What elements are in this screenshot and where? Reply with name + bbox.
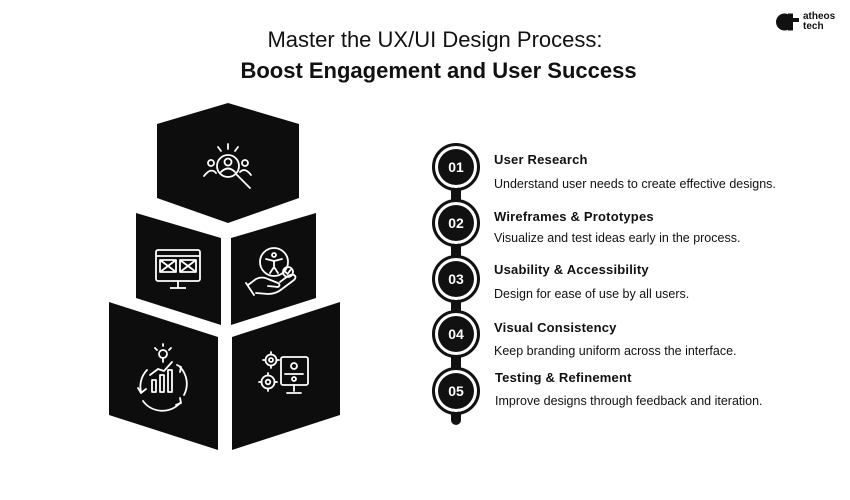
step-description-05: Improve designs through feedback and ite… xyxy=(495,394,763,408)
step-badge-03: 03 xyxy=(432,255,480,303)
step-title-04: Visual Consistency xyxy=(494,320,617,335)
logo-line-2: tech xyxy=(803,21,824,32)
step-number-02: 02 xyxy=(438,205,474,241)
step-number-05: 05 xyxy=(438,373,474,409)
step-title-02: Wireframes & Prototypes xyxy=(494,209,654,224)
step-badge-01: 01 xyxy=(432,143,480,191)
idea-growth-cycle-icon xyxy=(137,343,188,412)
step-number-03: 03 xyxy=(438,261,474,297)
step-badge-05: 05 xyxy=(432,367,480,415)
logo-mark-icon xyxy=(776,13,799,31)
user-research-magnifier-icon xyxy=(203,143,252,189)
accessibility-hand-icon xyxy=(245,247,297,296)
title-line-1: Master the UX/UI Design Process: xyxy=(267,27,603,52)
logo-wordmark: atheos tech xyxy=(803,12,835,32)
wireframe-monitor-icon xyxy=(155,249,201,289)
step-title-05: Testing & Refinement xyxy=(495,370,632,385)
step-title-03: Usability & Accessibility xyxy=(494,262,649,277)
title-line-2: Boost Engagement and User Success xyxy=(240,58,637,83)
settings-monitor-icon xyxy=(258,351,309,394)
step-number-01: 01 xyxy=(438,149,474,185)
step-badge-02: 02 xyxy=(432,199,480,247)
step-description-03: Design for ease of use by all users. xyxy=(494,287,690,301)
middle-left-block xyxy=(136,213,221,325)
step-badge-04: 04 xyxy=(432,310,480,358)
top-block xyxy=(157,103,299,223)
step-description-04: Keep branding uniform across the interfa… xyxy=(494,344,737,358)
brand-logo: atheos tech xyxy=(776,12,846,34)
step-title-01: User Research xyxy=(494,152,588,167)
step-description-02: Visualize and test ideas early in the pr… xyxy=(494,231,741,245)
logo-line-1: atheos xyxy=(803,11,836,22)
step-number-04: 04 xyxy=(438,316,474,352)
bottom-right-block xyxy=(232,302,340,450)
step-description-01: Understand user needs to create effectiv… xyxy=(494,177,776,191)
